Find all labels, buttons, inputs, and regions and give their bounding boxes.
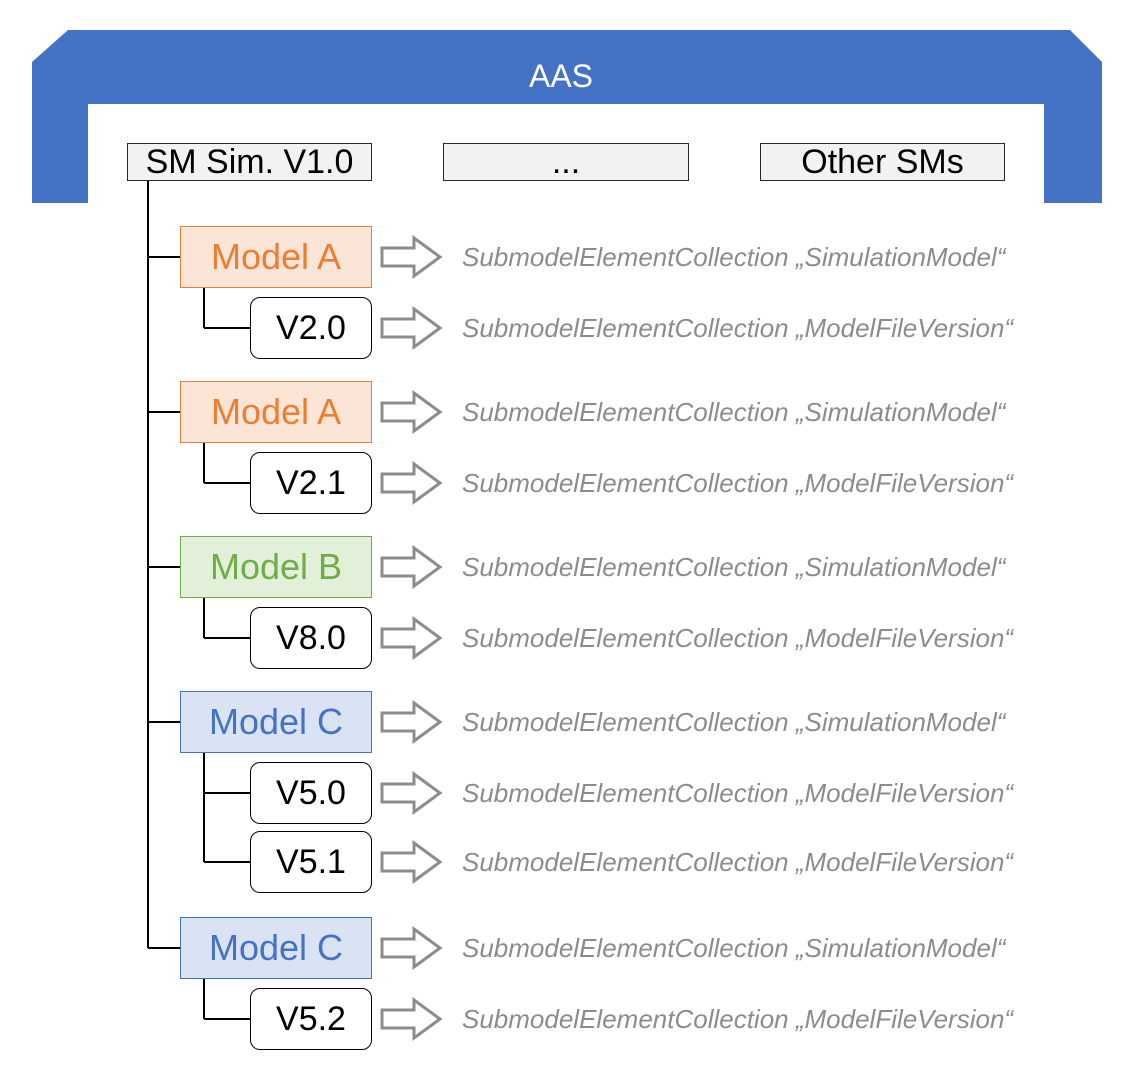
model-arrow (380, 700, 443, 744)
model-box: Model C (180, 917, 372, 979)
model-annotation: SubmodelElementCollection „SimulationMod… (462, 707, 1006, 737)
model-box: Model C (180, 691, 372, 753)
aas-title: AAS (528, 58, 594, 94)
version-box: V5.2 (250, 988, 372, 1050)
version-annotation: SubmodelElementCollection „ModelFileVers… (462, 778, 1014, 808)
model-annotation: SubmodelElementCollection „SimulationMod… (462, 242, 1006, 272)
model-arrow (380, 390, 443, 434)
version-box: V5.1 (250, 831, 372, 893)
model-box: Model A (180, 226, 372, 288)
version-box: V8.0 (250, 607, 372, 669)
model-annotation: SubmodelElementCollection „SimulationMod… (462, 933, 1006, 963)
version-annotation: SubmodelElementCollection „ModelFileVers… (462, 623, 1014, 653)
version-arrow (380, 306, 443, 350)
version-annotation: SubmodelElementCollection „ModelFileVers… (462, 313, 1014, 343)
version-box: V2.1 (250, 452, 372, 514)
submodel-other-box: Other SMs (760, 143, 1005, 181)
version-arrow (380, 461, 443, 505)
version-annotation: SubmodelElementCollection „ModelFileVers… (462, 847, 1014, 877)
version-annotation: SubmodelElementCollection „ModelFileVers… (462, 468, 1014, 498)
version-arrow (380, 840, 443, 884)
version-box: V5.0 (250, 762, 372, 824)
version-arrow (380, 997, 443, 1041)
aas-frame (32, 30, 1102, 203)
model-box: Model B (180, 536, 372, 598)
version-annotation: SubmodelElementCollection „ModelFileVers… (462, 1004, 1014, 1034)
submodel-sim-box: SM Sim. V1.0 (127, 143, 372, 181)
model-arrow (380, 235, 443, 279)
version-arrow (380, 771, 443, 815)
submodel-placeholder-box: ... (443, 143, 689, 181)
model-arrow (380, 545, 443, 589)
arrow-group (380, 235, 443, 1041)
tree-connectors (147, 181, 250, 1020)
model-annotation: SubmodelElementCollection „SimulationMod… (462, 397, 1006, 427)
model-arrow (380, 926, 443, 970)
model-box: Model A (180, 381, 372, 443)
version-arrow (380, 616, 443, 660)
model-annotation: SubmodelElementCollection „SimulationMod… (462, 552, 1006, 582)
version-box: V2.0 (250, 297, 372, 359)
